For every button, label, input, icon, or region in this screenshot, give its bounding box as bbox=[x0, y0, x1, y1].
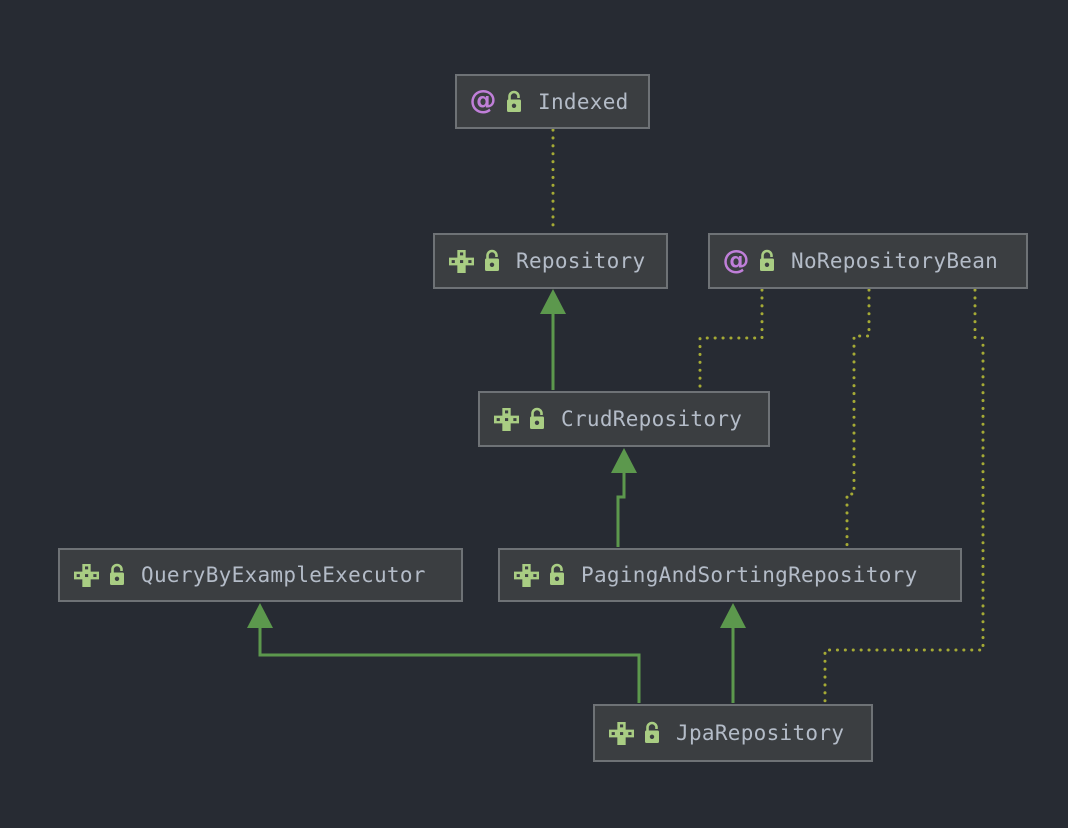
node-label: JpaRepository bbox=[676, 721, 845, 745]
lock-icon bbox=[643, 720, 661, 746]
edge-jpa-repository--no-repository-bean[interactable] bbox=[823, 288, 985, 704]
node-label: Repository bbox=[516, 249, 646, 273]
node-jpa-repository[interactable]: JpaRepository bbox=[593, 704, 873, 762]
arrowhead-jpa-repository--paging-and-sorting-repository bbox=[720, 603, 746, 628]
arrowhead-crud-repository--repository bbox=[540, 289, 566, 314]
interface-icon bbox=[608, 721, 634, 745]
node-label: QueryByExampleExecutor bbox=[141, 563, 426, 587]
lock-icon bbox=[483, 248, 501, 274]
interface-icon bbox=[513, 563, 539, 587]
edge-paging-and-sorting-repository--crud-repository[interactable] bbox=[616, 471, 626, 547]
node-repository[interactable]: Repository bbox=[433, 233, 668, 289]
lock-icon bbox=[548, 562, 566, 588]
node-paging-and-sorting-repository[interactable]: PagingAndSortingRepository bbox=[498, 548, 962, 602]
node-no-repository-bean[interactable]: @ NoRepositoryBean bbox=[708, 233, 1028, 289]
lock-icon bbox=[505, 89, 523, 115]
annotation-icon: @ bbox=[469, 85, 497, 116]
lock-icon bbox=[528, 406, 546, 432]
node-query-by-example-executor[interactable]: QueryByExampleExecutor bbox=[58, 548, 463, 602]
edge-paging-and-sorting-repository--no-repository-bean[interactable] bbox=[845, 288, 871, 548]
interface-icon bbox=[73, 563, 99, 587]
node-indexed[interactable]: @ Indexed bbox=[455, 74, 650, 129]
interface-icon bbox=[493, 407, 519, 431]
node-label: NoRepositoryBean bbox=[791, 249, 999, 273]
annotation-icon: @ bbox=[722, 244, 750, 276]
arrowhead-jpa-repository--query-by-example-executor bbox=[247, 603, 273, 628]
edge-jpa-repository--query-by-example-executor[interactable] bbox=[258, 626, 641, 703]
lock-icon bbox=[108, 562, 126, 588]
lock-icon bbox=[758, 248, 776, 274]
node-label: PagingAndSortingRepository bbox=[581, 563, 918, 587]
edge-crud-repository--no-repository-bean[interactable] bbox=[698, 288, 764, 391]
interface-icon bbox=[448, 249, 474, 273]
node-crud-repository[interactable]: CrudRepository bbox=[478, 391, 770, 447]
arrowhead-paging-and-sorting-repository--crud-repository bbox=[611, 448, 637, 473]
node-label: Indexed bbox=[538, 89, 629, 114]
node-label: CrudRepository bbox=[561, 407, 743, 431]
